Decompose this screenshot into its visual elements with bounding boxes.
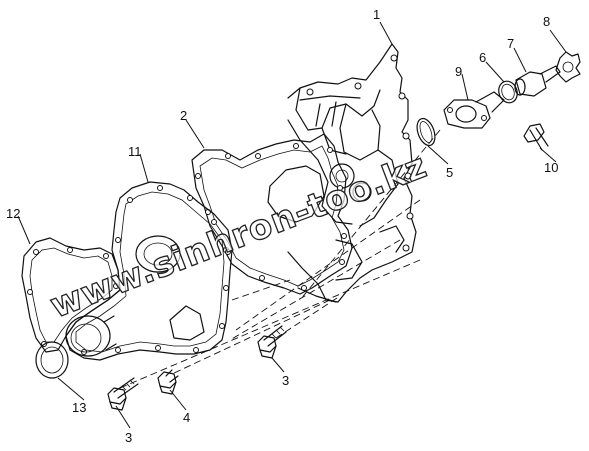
callout-13: 13 bbox=[72, 400, 86, 415]
callout-9: 9 bbox=[455, 64, 462, 79]
callout-6: 6 bbox=[479, 50, 486, 65]
part-13-crankshaft-seal bbox=[35, 341, 69, 379]
callout-8: 8 bbox=[543, 14, 550, 29]
callout-3-left: 3 bbox=[125, 430, 132, 445]
part-3-bolt-right bbox=[257, 325, 287, 359]
part-10-bolt bbox=[523, 123, 549, 151]
callout-10: 10 bbox=[544, 160, 558, 175]
callout-1: 1 bbox=[373, 7, 380, 22]
part-9-flange bbox=[443, 91, 505, 129]
callout-labels: 1 2 11 12 3 3 4 13 5 6 7 8 9 10 bbox=[6, 7, 558, 445]
callout-3-right: 3 bbox=[282, 373, 289, 388]
part-7-drive-shaft bbox=[514, 65, 561, 97]
watermark-text: www.sinhron-too.kz bbox=[45, 146, 433, 327]
assembly-dashed-lines bbox=[119, 129, 441, 389]
part-8-drive-gear bbox=[555, 51, 581, 83]
part-5-o-ring bbox=[416, 117, 436, 147]
callout-2: 2 bbox=[180, 108, 187, 123]
callout-11: 11 bbox=[128, 144, 142, 159]
callout-4: 4 bbox=[183, 410, 190, 425]
callout-12: 12 bbox=[6, 206, 20, 221]
cover-seal-bore bbox=[65, 315, 117, 357]
callout-5: 5 bbox=[446, 165, 453, 180]
part-3-bolt-left bbox=[107, 377, 139, 411]
callout-7: 7 bbox=[507, 36, 514, 51]
leader-lines bbox=[17, 21, 567, 429]
part-4-short-bolt bbox=[157, 369, 179, 395]
